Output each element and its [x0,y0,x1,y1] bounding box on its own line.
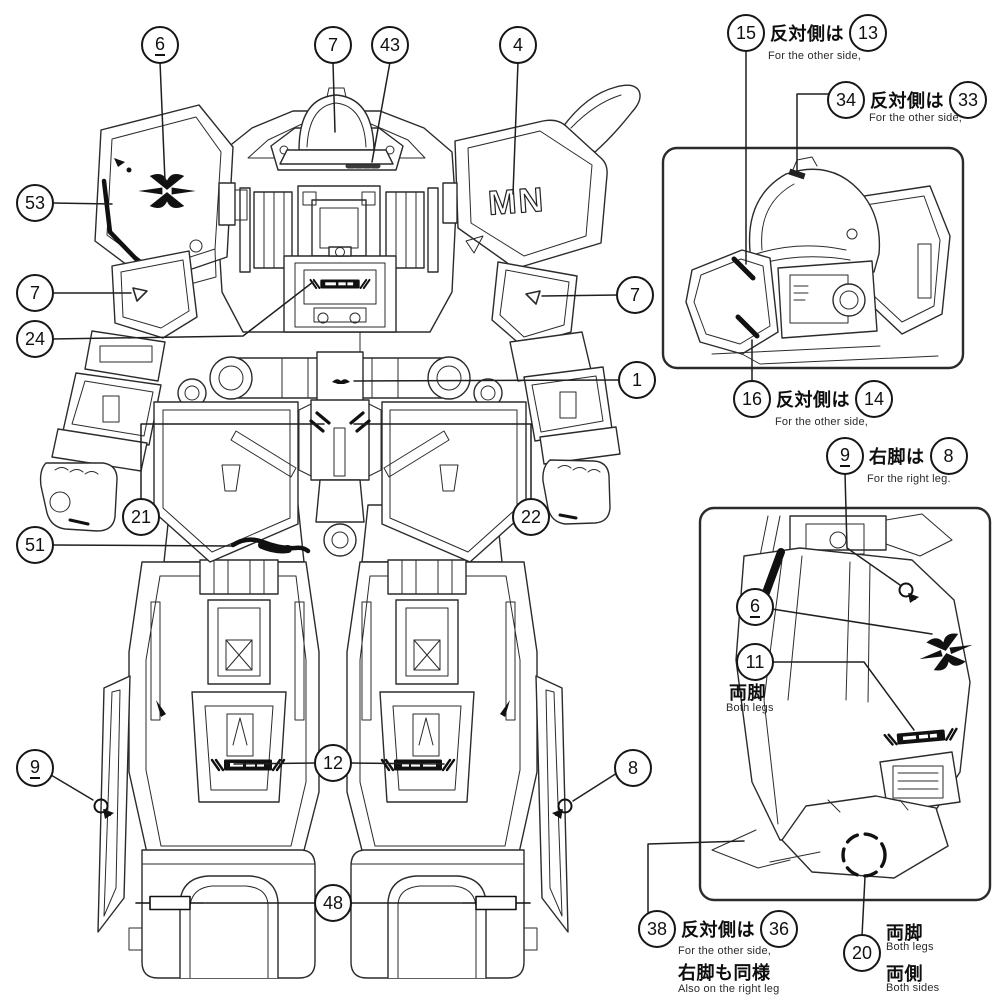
label-hantaigawa-4: 反対側は [681,920,755,940]
callout-53: 53 [16,184,54,222]
label-both-legs-jp-1: 両脚 [729,683,766,703]
annotation-other-side-foot: 38 反対側は 36 [638,910,798,948]
label-both-legs-en-1: Both legs [726,702,774,714]
callout-33: 33 [949,81,987,119]
callout-4-shoulder: 4 [499,26,537,64]
inset-head-shoulder [661,146,965,370]
callout-8-right-leg: 8 [614,749,652,787]
callout-43-back: 43 [371,26,409,64]
callout-7-left-arm: 7 [16,274,54,312]
label-other-side-en-4: For the other side, [678,945,772,957]
callout-9-left-leg: 9 [16,749,54,787]
label-right-leg-en: For the right leg. [867,473,951,485]
right-leg [347,505,572,978]
left-leg [95,505,320,978]
shoulder-logo-decal: MN [487,181,546,223]
label-both-sides-en: Both sides [886,982,940,994]
triangle-decal-right-arm [525,290,541,305]
callout-16: 16 [733,380,771,418]
label-both-legs-en-2: Both legs [886,941,934,953]
callout-8-inset: 8 [929,437,968,475]
label-hantaigawa-1: 反対側は [770,24,844,44]
leader-lines [50,49,933,937]
head-decal-34 [788,168,806,180]
callout-13: 13 [849,14,887,52]
stripe-decal [760,548,785,602]
label-other-side-en-1: For the other side, [768,50,862,62]
label-migiashi: 右脚は [869,447,925,467]
right-side-skirt [381,401,527,563]
triangle-decal-left-arm [132,287,148,302]
left-shoulder-shield [94,104,248,296]
label-other-side-en-2: For the other side, [869,112,963,124]
inset-leg-side [698,506,992,902]
callout-48: 48 [314,884,352,922]
callout-24: 24 [16,320,54,358]
callout-20-inset: 20 [843,934,881,972]
waist [153,351,527,563]
small-mark-decal [114,158,125,167]
annotation-other-side-head: 34 反対側は 33 [827,81,987,119]
label-both-sides-jp: 両側 [886,964,923,984]
callout-1: 1 [618,361,656,399]
label-also-right-leg-jp: 右脚も同様 [678,963,771,983]
callout-6-inset: 6 [736,588,774,626]
label-also-right-leg-en: Also on the right leg [678,983,780,995]
right-shoulder: MN [442,84,641,268]
callout-36: 36 [760,910,798,948]
shield-decal-16 [735,314,760,339]
callout-22: 22 [512,498,550,536]
label-both-legs-jp-2: 両脚 [886,923,923,943]
shield-decal-15 [731,256,756,281]
callout-51: 51 [16,526,54,564]
left-side-skirt [153,401,299,563]
callout-12: 12 [314,744,352,782]
annotation-other-side-shield: 16 反対側は 14 [733,380,893,418]
label-other-side-en-3: For the other side, [775,416,869,428]
callout-34: 34 [827,81,865,119]
shoulder-horn [559,84,641,153]
robot-figure: MN [39,49,992,978]
callout-14: 14 [855,380,893,418]
callout-7-head: 7 [314,26,352,64]
right-arm [491,261,621,525]
label-hantaigawa-2: 反対側は [870,91,944,111]
annotation-right-leg: 9 右脚は 8 [826,437,968,475]
callout-7-right-arm: 7 [616,276,654,314]
left-arm [39,250,198,532]
callout-38: 38 [638,910,676,948]
callout-21: 21 [122,498,160,536]
callout-9-inset: 9 [826,437,864,475]
chevron-decals [309,411,371,433]
head [279,87,394,165]
callout-11-inset: 11 [736,643,774,681]
label-hantaigawa-3: 反対側は [776,390,850,410]
callout-15: 15 [727,14,765,52]
annotation-other-side-top: 15 反対側は 13 [727,14,887,52]
dashed-circle-decal-20 [841,832,887,878]
line-decal-53 [101,178,142,265]
callout-6-shoulder: 6 [141,26,179,64]
